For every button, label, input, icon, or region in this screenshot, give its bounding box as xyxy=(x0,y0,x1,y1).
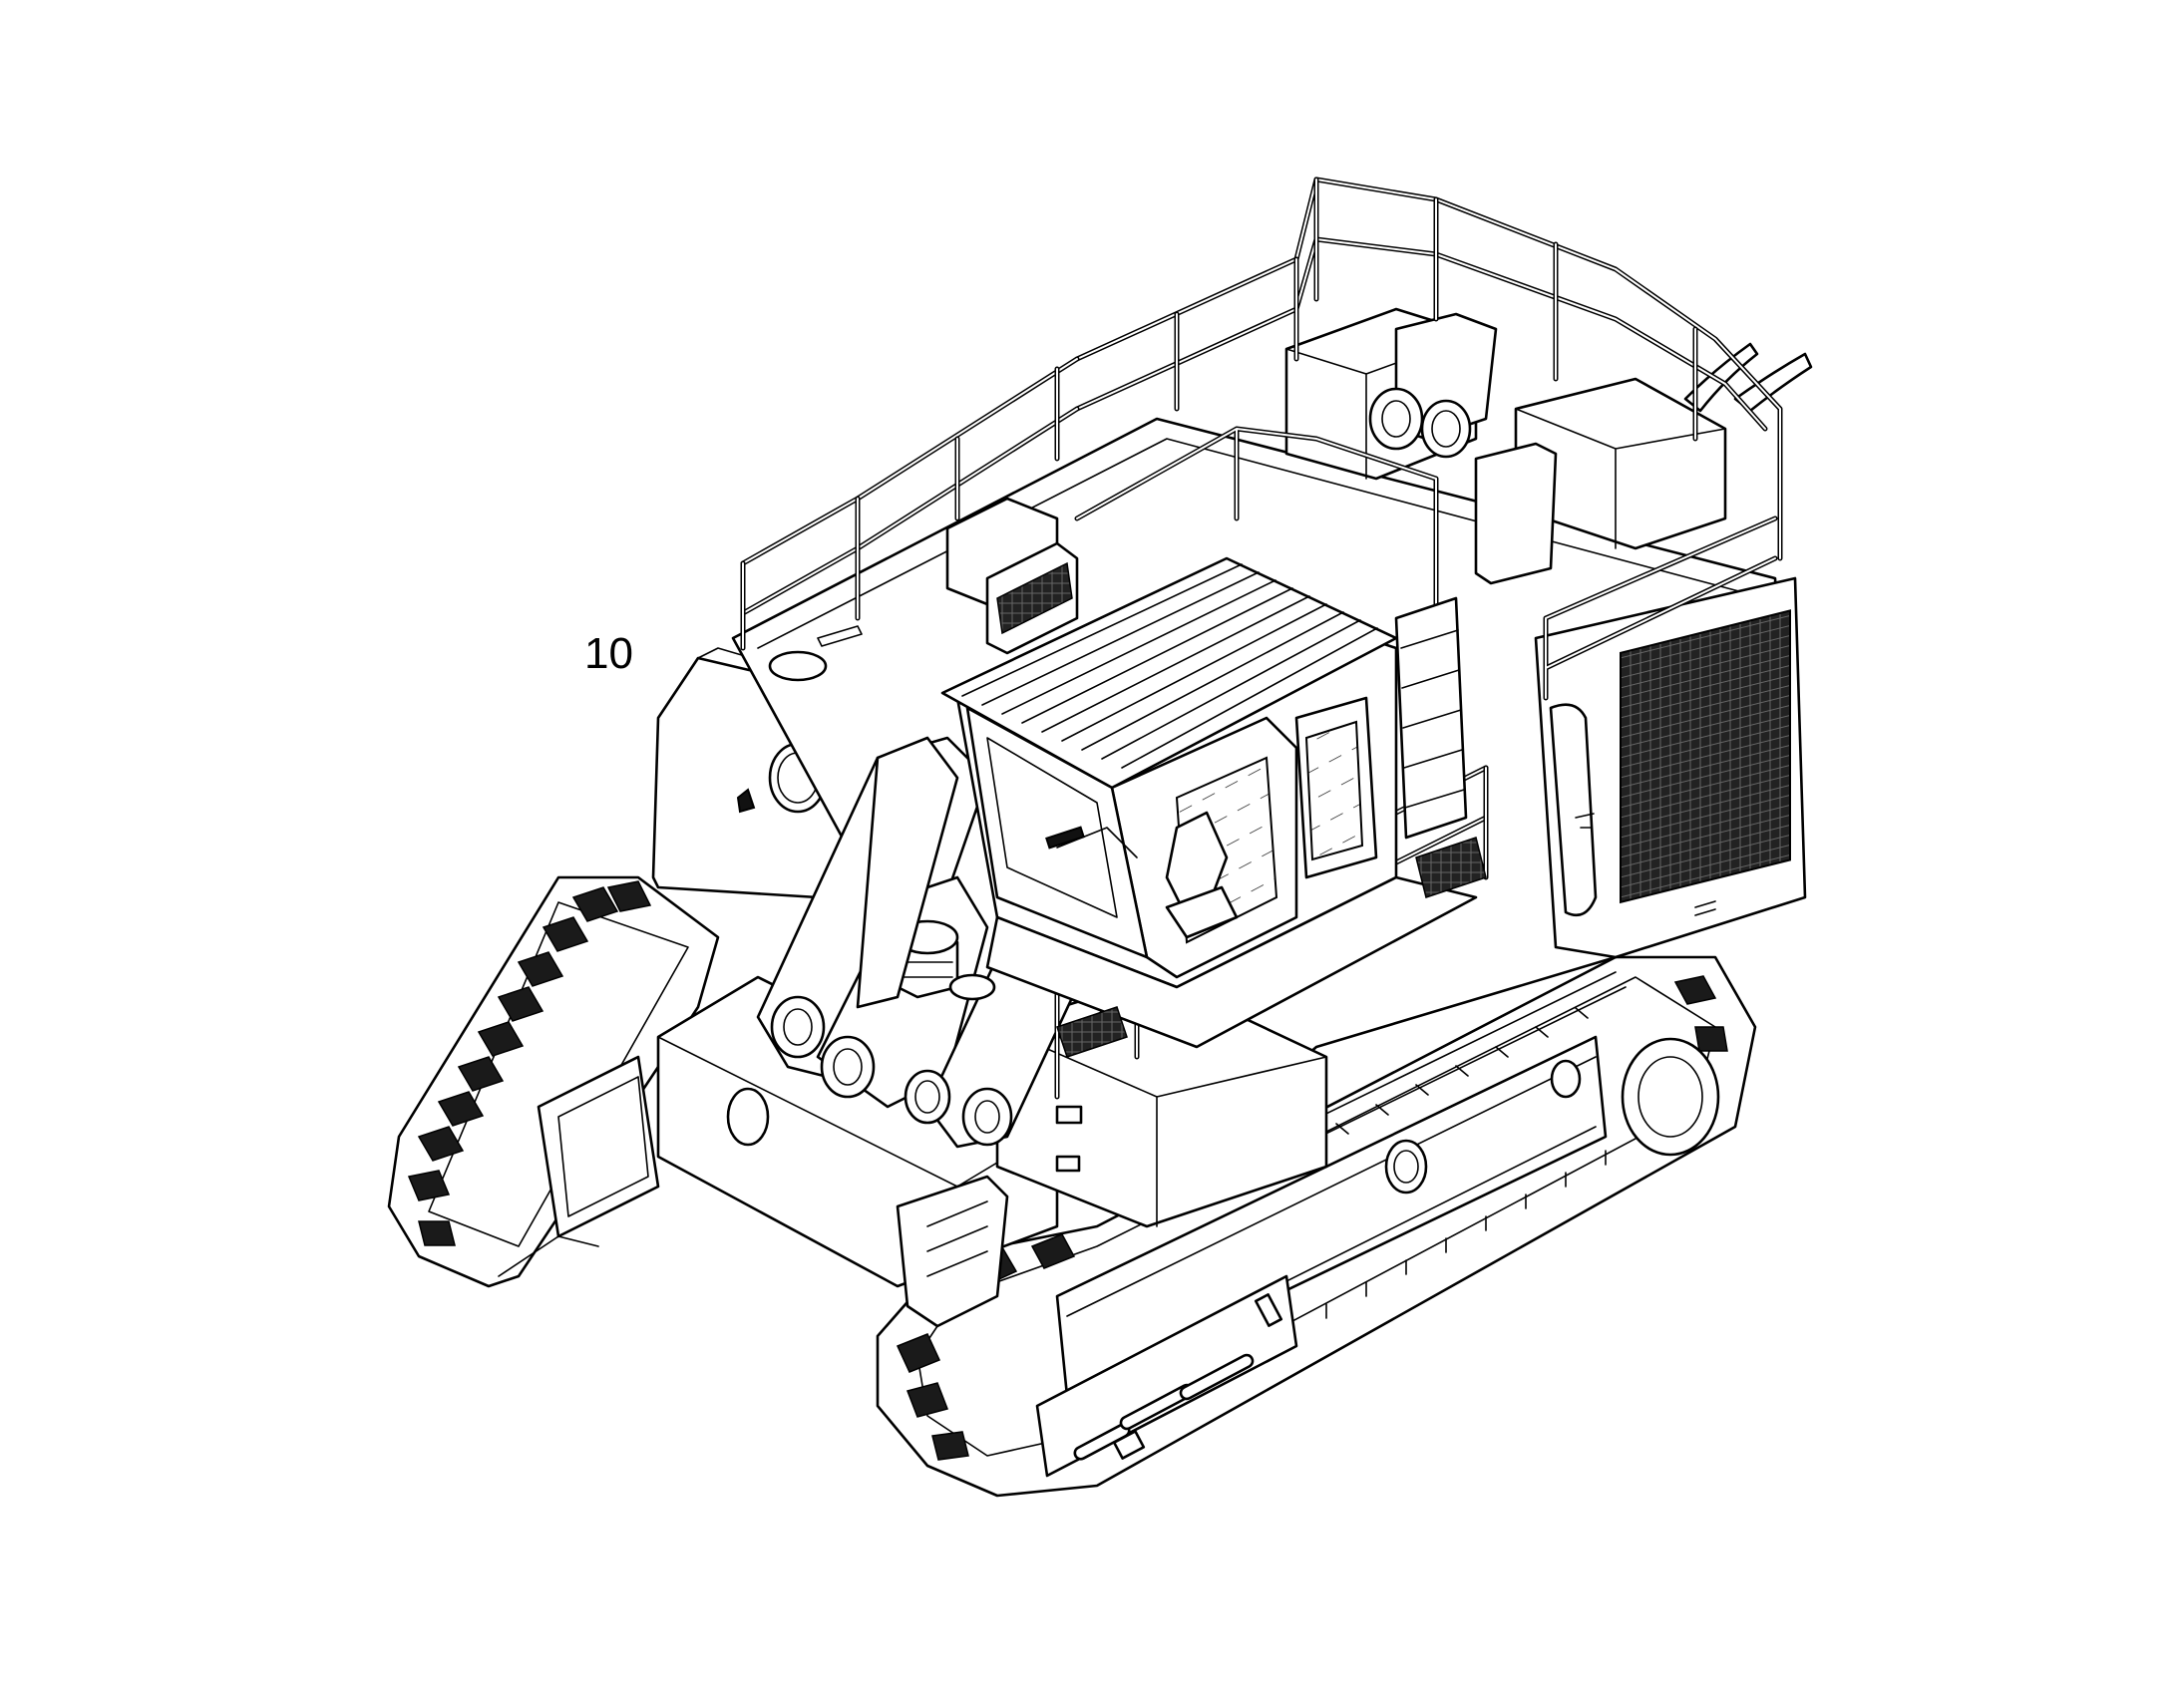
cab-side-window xyxy=(1306,722,1362,859)
engine-modules xyxy=(770,309,1811,680)
idler-wheel xyxy=(1623,1039,1718,1155)
callout-label: 10 xyxy=(584,629,633,678)
access-ladder xyxy=(1396,598,1466,838)
radiator-grille xyxy=(1621,610,1790,901)
cab-roof-slats xyxy=(962,564,1377,768)
operator-cab xyxy=(942,558,1486,1057)
undercarriage-carbody xyxy=(539,977,1606,1476)
left-track-shoes xyxy=(409,881,650,1245)
boom-linkage xyxy=(758,738,1077,1147)
turbo-pipe xyxy=(1370,389,1422,449)
exhaust-stack xyxy=(1685,344,1757,411)
left-crawler-track xyxy=(389,877,718,1286)
